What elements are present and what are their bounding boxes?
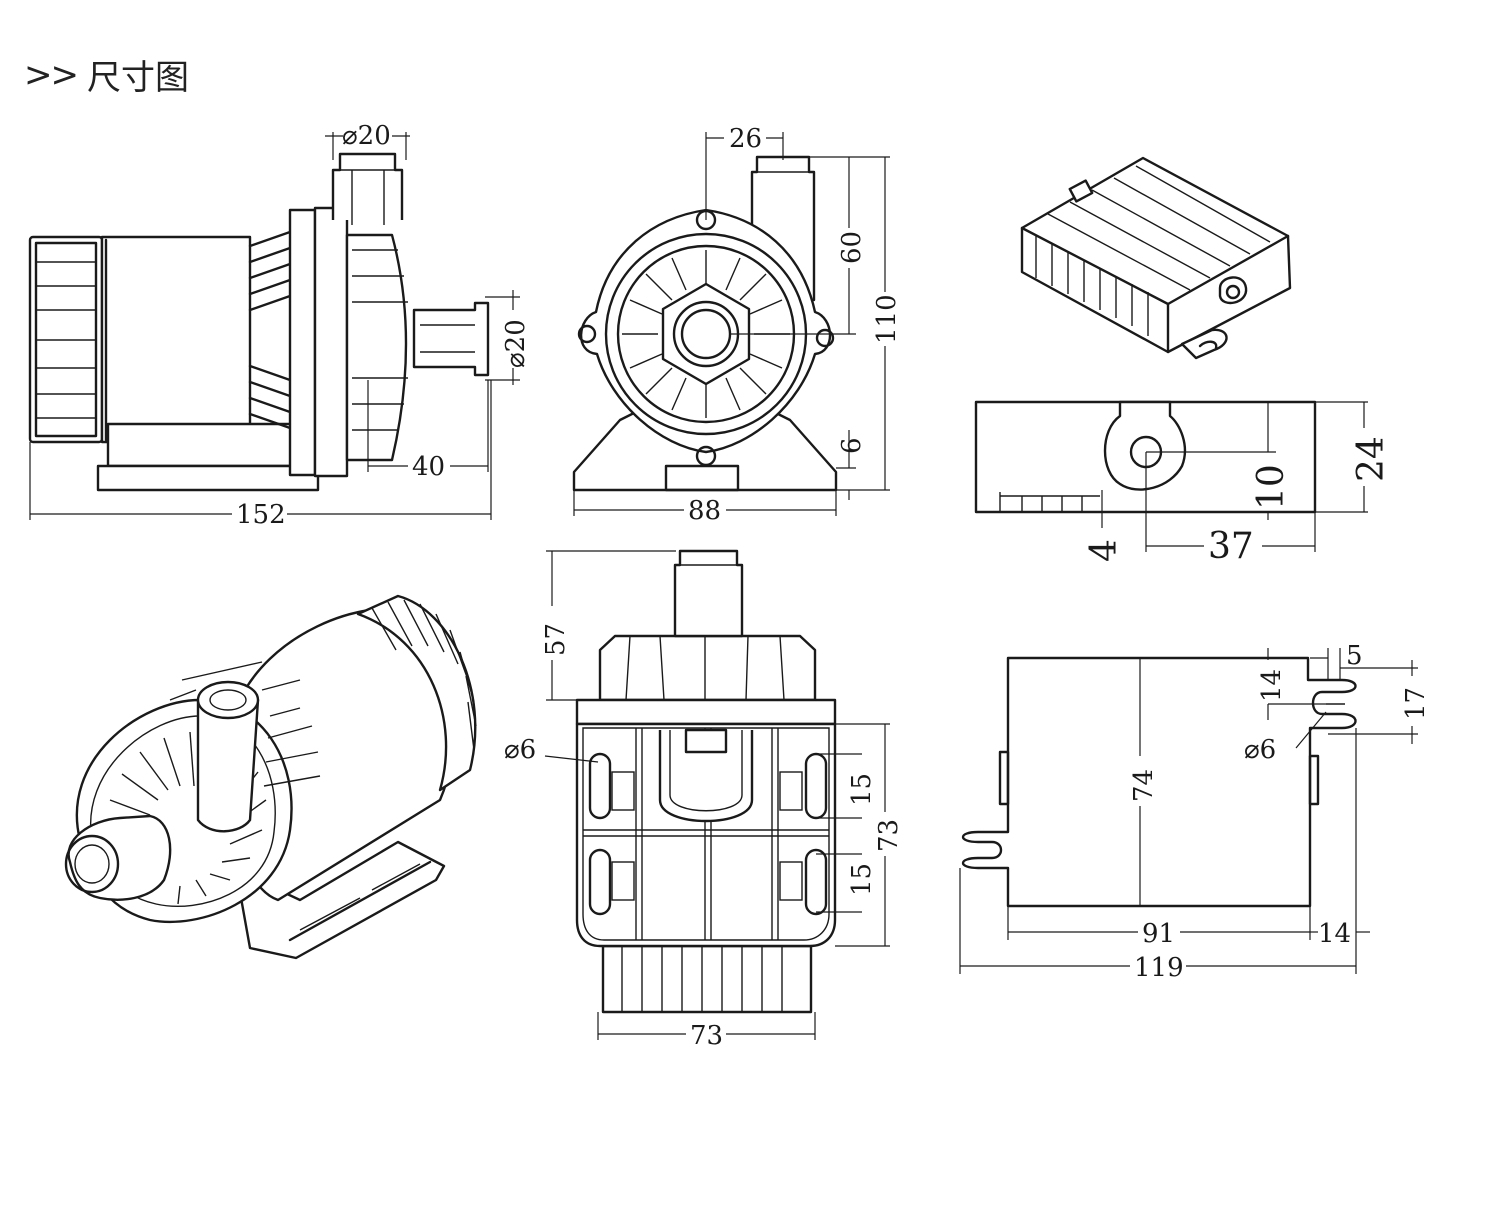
dim-total-length: 152 (236, 500, 286, 530)
dim-right-margin: 14 (1318, 919, 1351, 949)
controller-top-view: 74 91 14 119 5 14 17 ⌀6 (959, 641, 1431, 983)
pump-front-view: 26 60 6 110 88 (572, 124, 902, 526)
dim-slot-spacing-lower: 15 (847, 863, 877, 896)
dim-bottom-hole-diameter: ⌀6 (504, 735, 536, 765)
dim-inlet-offset: 40 (412, 452, 445, 482)
dim-outlet-height: 60 (837, 231, 867, 264)
page-title: 尺寸图 (86, 58, 189, 98)
dim-base-width: 88 (688, 496, 721, 526)
chevron-icon: >> (24, 54, 79, 95)
dim-outlet-diameter: ⌀20 (342, 121, 391, 151)
pump-isometric-view (64, 594, 477, 960)
dim-body-height: 74 (1129, 769, 1159, 802)
dim-slot-hole-diameter: ⌀6 (1244, 735, 1276, 765)
dim-base-offset: 4 (1084, 539, 1125, 562)
dim-slot-spacing-upper: 15 (847, 773, 877, 806)
dim-slot-width: 5 (1346, 641, 1363, 671)
dim-total-width: 119 (1134, 953, 1184, 983)
dim-outlet-offset: 26 (729, 124, 762, 154)
pump-bottom-view: 57 ⌀6 15 15 73 73 (504, 549, 904, 1051)
dim-slot-span: 17 (1401, 687, 1431, 720)
dim-total-height: 110 (872, 294, 902, 344)
dim-hole-height: 10 (1251, 464, 1292, 510)
dim-slot-depth: 14 (1257, 669, 1287, 702)
controller-isometric-view (1020, 156, 1292, 360)
dim-inlet-diameter: ⌀20 (501, 319, 531, 368)
pump-side-view: ⌀20 ⌀20 40 152 (28, 121, 531, 530)
dim-hole-offset: 37 (1208, 526, 1254, 567)
dim-inner-width: 91 (1142, 919, 1175, 949)
dim-plate-width: 73 (690, 1021, 723, 1051)
page-header: >> 尺寸图 (24, 50, 189, 99)
dim-base-height: 6 (837, 437, 867, 454)
dim-controller-height: 24 (1351, 436, 1392, 482)
dim-top-height: 57 (541, 623, 571, 656)
controller-side-view: 24 10 37 4 (974, 400, 1392, 567)
dim-plate-height: 73 (874, 819, 904, 852)
